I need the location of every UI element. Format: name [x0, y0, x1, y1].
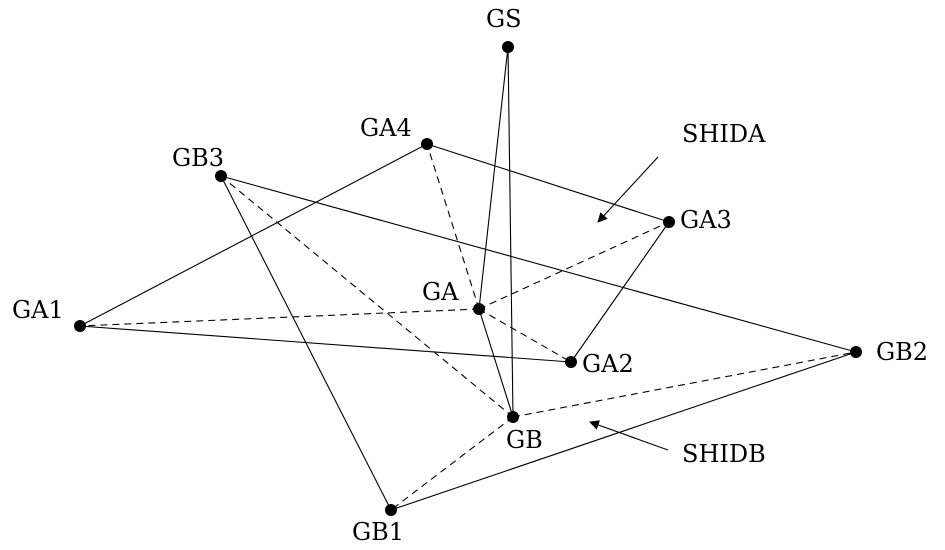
dashed-edge-ga-ga2 — [478, 308, 572, 363]
solid-edge-ga1-ga4 — [79, 143, 428, 327]
solid-edge-ga4-ga3 — [426, 143, 670, 223]
node-label-ga3: GA3 — [680, 206, 732, 234]
shida-label: SHIDA — [682, 120, 766, 148]
node-gs — [502, 41, 514, 53]
node-label-ga1: GA1 — [12, 296, 64, 324]
dashed-edge-ga-ga1 — [79, 308, 480, 327]
dashed-edge-gb-gb2 — [512, 351, 857, 418]
node-ga1 — [74, 320, 86, 332]
node-label-gb1: GB1 — [352, 518, 404, 546]
solid-edge-gb1-gb3 — [220, 175, 392, 511]
solid-edge-ga2-ga1 — [79, 325, 572, 363]
node-ga2 — [565, 356, 577, 368]
solid-edge-gb3-gb2 — [220, 175, 857, 353]
solid-edge-gs-ga — [478, 46, 509, 310]
node-label-gs: GS — [486, 5, 522, 33]
node-ga3 — [663, 216, 675, 228]
node-label-ga4: GA4 — [360, 114, 412, 142]
node-label-gb3: GB3 — [172, 144, 224, 172]
shida-annotation: SHIDA — [597, 120, 766, 223]
node-gb2 — [850, 346, 862, 358]
nodes-layer: GS GA4 GB3 GA3 GA1 GA GA2 GB2 GB GB1 — [12, 5, 928, 546]
dashed-edge-ga-ga3 — [478, 221, 670, 310]
node-label-gb: GB — [506, 426, 543, 454]
shidb-arrow — [589, 420, 669, 451]
shidb-annotation: SHIDB — [589, 420, 766, 468]
node-label-gb2: GB2 — [876, 338, 928, 366]
shidb-label: SHIDB — [682, 440, 766, 468]
node-gb — [507, 411, 519, 423]
solid-edge-ga-gb — [478, 308, 514, 418]
node-ga — [473, 303, 485, 315]
solid-edge-gs-gb — [507, 46, 514, 418]
dashed-edge-gb-gb1 — [390, 416, 514, 511]
node-gb3 — [215, 170, 227, 182]
node-gb1 — [385, 504, 397, 516]
shida-arrow — [597, 156, 659, 223]
solid-edge-ga3-ga2 — [570, 221, 670, 363]
node-ga4 — [421, 138, 433, 150]
edges-layer — [79, 46, 857, 511]
dashed-edge-gb-gb3 — [220, 175, 514, 418]
dashed-edge-ga-ga4 — [426, 143, 480, 310]
node-label-ga2: GA2 — [582, 350, 634, 378]
node-label-ga: GA — [422, 278, 459, 306]
solid-edge-gb2-gb1 — [390, 351, 857, 511]
